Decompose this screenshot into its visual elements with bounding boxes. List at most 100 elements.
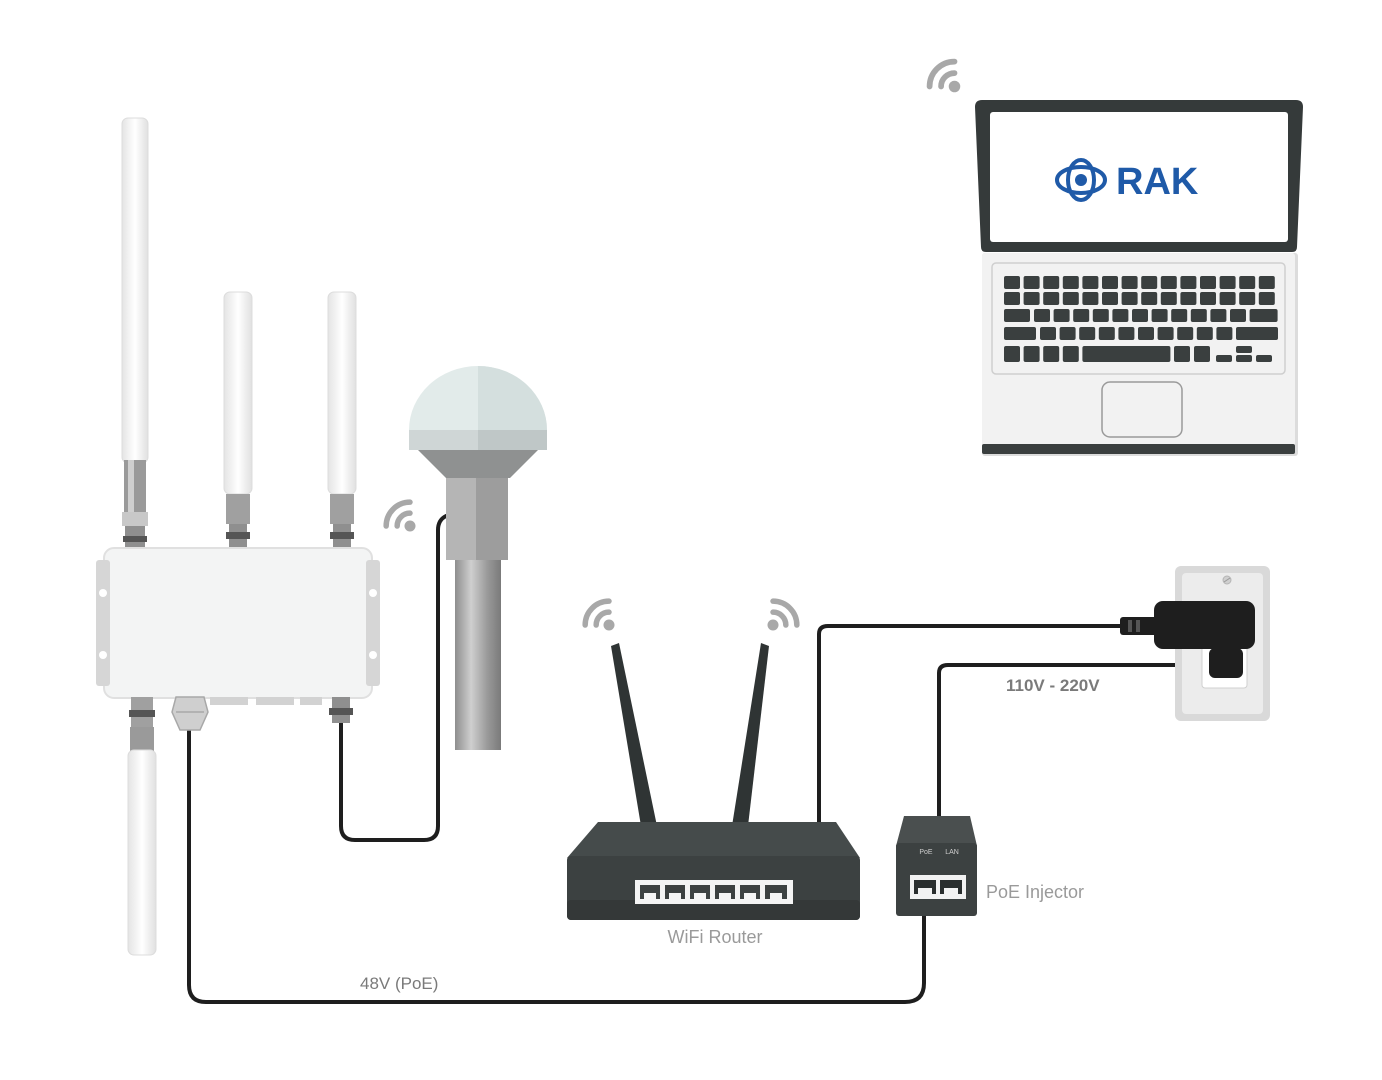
keyboard-key xyxy=(1216,355,1232,362)
keyboard-key xyxy=(1102,276,1118,289)
mains-voltage-label: 110V - 220V xyxy=(1006,676,1100,695)
outlet-plug xyxy=(1209,648,1243,678)
keyboard-key xyxy=(1216,327,1233,340)
keyboard-key xyxy=(1132,309,1148,322)
lora-antenna-bottom xyxy=(127,749,157,956)
keyboard-key xyxy=(1023,276,1040,289)
adapter-brick xyxy=(1154,601,1255,649)
rak-logo-mark-icon xyxy=(1055,158,1107,202)
keyboard-key xyxy=(1040,327,1056,340)
keyboard-key xyxy=(1121,276,1138,289)
keyboard-key xyxy=(1059,327,1076,340)
injector-label: PoE Injector xyxy=(986,882,1084,902)
keyboard-key xyxy=(1160,276,1177,289)
power-adapter xyxy=(1120,601,1255,678)
wifi-icon xyxy=(585,601,614,630)
keyboard-key xyxy=(1200,276,1216,289)
laptop-screen xyxy=(990,112,1288,242)
router-ports xyxy=(635,880,793,904)
keyboard-key xyxy=(1118,327,1135,340)
keyboard-key xyxy=(1200,292,1216,305)
keyboard-key xyxy=(1141,276,1158,289)
keyboard-key xyxy=(1102,292,1118,305)
injector-power-cable xyxy=(937,663,1216,818)
injector-port-poe-label: PoE xyxy=(919,849,933,856)
keyboard-key xyxy=(1177,327,1194,340)
keyboard-key xyxy=(1121,292,1138,305)
keyboard-key xyxy=(1236,355,1252,362)
gps-antenna xyxy=(409,366,547,750)
keyboard-key xyxy=(1004,346,1020,362)
keyboard-key xyxy=(1004,276,1020,289)
cables xyxy=(187,514,1216,1004)
keyboard-key xyxy=(1210,309,1227,322)
keyboard-key xyxy=(1239,276,1256,289)
keyboard-key xyxy=(1043,292,1060,305)
keyboard-key xyxy=(1034,309,1050,322)
keyboard-key xyxy=(1092,309,1109,322)
router-label: WiFi Router xyxy=(667,927,762,947)
keyboard-key xyxy=(1062,346,1079,362)
wifi-icon xyxy=(930,62,961,93)
keyboard-key xyxy=(1180,276,1197,289)
keyboard-key xyxy=(1112,309,1129,322)
lte-antenna-2 xyxy=(327,291,357,495)
lora-gateway xyxy=(96,117,380,956)
gps-antenna-cable xyxy=(339,514,448,842)
lte-antenna-1 xyxy=(223,291,253,495)
keyboard-key xyxy=(1079,327,1096,340)
keyboard-key xyxy=(1219,276,1236,289)
laptop: RAK xyxy=(975,100,1303,456)
keyboard-key xyxy=(1004,292,1020,305)
router-antenna-right xyxy=(732,643,769,826)
keyboard-key xyxy=(1004,327,1036,340)
keyboard-key xyxy=(1151,309,1168,322)
keyboard-key xyxy=(1230,309,1246,322)
keyboard-key xyxy=(1219,292,1236,305)
keyboard-key xyxy=(1157,327,1174,340)
router-power-cable xyxy=(817,624,1122,824)
keyboard-key xyxy=(1256,355,1272,362)
gps-pole xyxy=(455,560,501,750)
keyboard-key xyxy=(1073,309,1090,322)
keyboard-key xyxy=(1043,276,1060,289)
keyboard-key xyxy=(1190,309,1207,322)
keyboard xyxy=(1004,276,1278,362)
poe-cable xyxy=(187,726,926,1004)
wifi-icon xyxy=(386,502,415,531)
keyboard-key xyxy=(1196,327,1213,340)
wifi-router xyxy=(567,643,860,920)
keyboard-key xyxy=(1023,346,1040,362)
poe-voltage-label: 48V (PoE) xyxy=(360,974,438,993)
keyboard-key xyxy=(1053,309,1070,322)
keyboard-key xyxy=(1236,346,1252,353)
injector-port-lan-label: LAN xyxy=(945,849,959,856)
keyboard-key xyxy=(1180,292,1197,305)
poe-injector: PoE LAN xyxy=(896,816,977,916)
keyboard-key xyxy=(1004,309,1030,322)
rak-logo-text: RAK xyxy=(1116,161,1199,203)
keyboard-key xyxy=(1082,276,1099,289)
keyboard-key xyxy=(1141,292,1158,305)
keyboard-key xyxy=(1062,276,1079,289)
keyboard-key xyxy=(1082,292,1099,305)
keyboard-key xyxy=(1194,346,1210,362)
lora-antenna-long xyxy=(121,117,149,464)
router-antenna-left xyxy=(611,643,657,826)
gateway-enclosure xyxy=(103,547,373,699)
cable-gland xyxy=(171,696,209,731)
keyboard-key xyxy=(1023,292,1040,305)
keyboard-key xyxy=(1171,309,1188,322)
keyboard-key xyxy=(1258,276,1275,289)
keyboard-key xyxy=(1043,346,1060,362)
keyboard-key xyxy=(1138,327,1154,340)
keyboard-key xyxy=(1098,327,1115,340)
touchpad xyxy=(1101,381,1183,438)
keyboard-key xyxy=(1236,327,1278,340)
wifi-icon xyxy=(768,601,797,630)
keyboard-key xyxy=(1249,309,1278,322)
keyboard-key xyxy=(1258,292,1275,305)
keyboard-key xyxy=(1160,292,1177,305)
keyboard-key xyxy=(1082,346,1171,362)
